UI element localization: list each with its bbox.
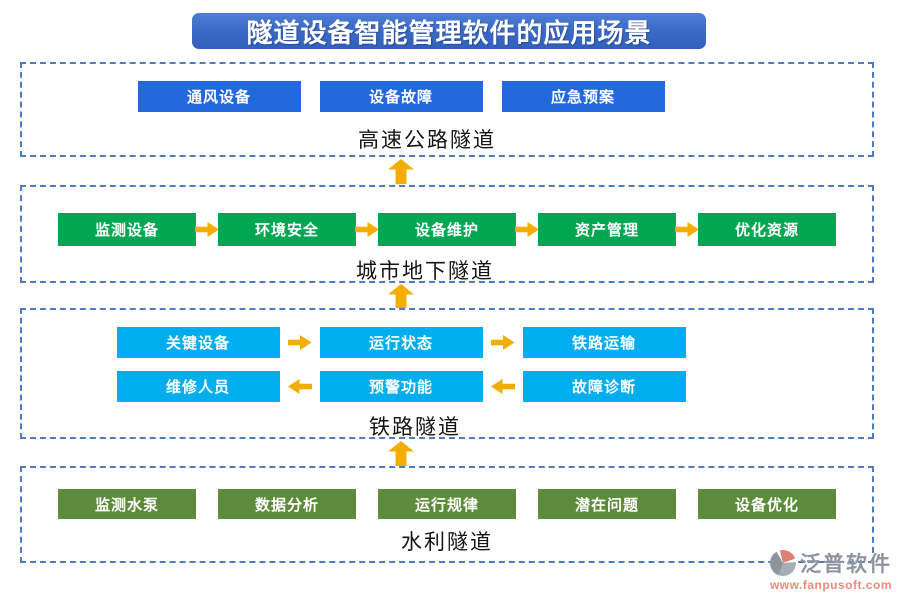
urban-button-maintenance: 设备维护 [378,213,516,246]
page-title: 隧道设备智能管理软件的应用场景 [192,13,706,49]
railway-button-maintenance-staff: 维修人员 [116,371,280,402]
water-button-equipment-optimize: 设备优化 [698,489,836,519]
railway-zone-label: 铁路隧道 [369,415,461,439]
urban-button-assets: 资产管理 [538,213,676,246]
up-arrow-icon [388,159,414,184]
water-button-pump-monitoring: 监测水泵 [58,489,196,519]
up-arrow-icon [388,284,414,309]
left-arrow-icon [491,379,515,394]
highway-zone-label: 高速公路隧道 [358,128,496,152]
highway-button-row: 通风设备 设备故障 应急预案 [0,81,826,112]
up-arrow-icon [388,441,414,466]
highway-button-ventilation: 通风设备 [137,81,301,112]
urban-zone-label: 城市地下隧道 [356,259,494,283]
water-button-row: 监测水泵 数据分析 运行规律 潜在问题 设备优化 [22,489,872,519]
right-arrow-icon [195,222,219,237]
right-arrow-icon [287,335,312,350]
right-arrow-icon [515,222,539,237]
brand-watermark: 泛普软件 www.fanpusoft.com [770,548,892,592]
zone-urban-underground-tunnel: 监测设备 环境安全 设备维护 资产管理 优化资源 城市地下隧道 [20,185,874,283]
urban-button-optimize: 优化资源 [698,213,836,246]
fanpu-logo-icon [770,550,796,576]
right-arrow-icon [675,222,699,237]
water-button-operation-rules: 运行规律 [378,489,516,519]
zone-highway-tunnel: 通风设备 设备故障 应急预案 高速公路隧道 [20,62,874,157]
railway-button-row-1: 关键设备 运行状态 铁路运输 [0,327,826,358]
urban-button-row: 监测设备 环境安全 设备维护 资产管理 优化资源 [22,213,872,246]
railway-button-row-2: 维修人员 预警功能 故障诊断 [0,371,826,402]
railway-button-running-status: 运行状态 [319,327,483,358]
water-zone-label: 水利隧道 [401,530,493,554]
left-arrow-icon [288,379,312,394]
zone-railway-tunnel: 关键设备 运行状态 铁路运输 维修人员 预警功能 故障诊断 铁路隧道 [20,308,874,439]
water-button-potential-issues: 潜在问题 [538,489,676,519]
brand-row: 泛普软件 [770,548,892,578]
right-arrow-icon [355,222,379,237]
railway-button-rail-transport: 铁路运输 [522,327,686,358]
right-arrow-icon [490,335,515,350]
highway-button-emergency: 应急预案 [501,81,665,112]
railway-button-early-warning: 预警功能 [319,371,483,402]
highway-button-fault: 设备故障 [319,81,483,112]
brand-url-link[interactable]: www.fanpusoft.com [769,578,892,592]
urban-button-monitoring: 监测设备 [58,213,196,246]
railway-button-fault-diagnosis: 故障诊断 [522,371,686,402]
zone-water-tunnel: 监测水泵 数据分析 运行规律 潜在问题 设备优化 水利隧道 [20,466,874,563]
brand-name: 泛普软件 [800,553,892,576]
water-button-data-analysis: 数据分析 [218,489,356,519]
railway-button-key-equipment: 关键设备 [116,327,280,358]
urban-button-env-safety: 环境安全 [218,213,356,246]
